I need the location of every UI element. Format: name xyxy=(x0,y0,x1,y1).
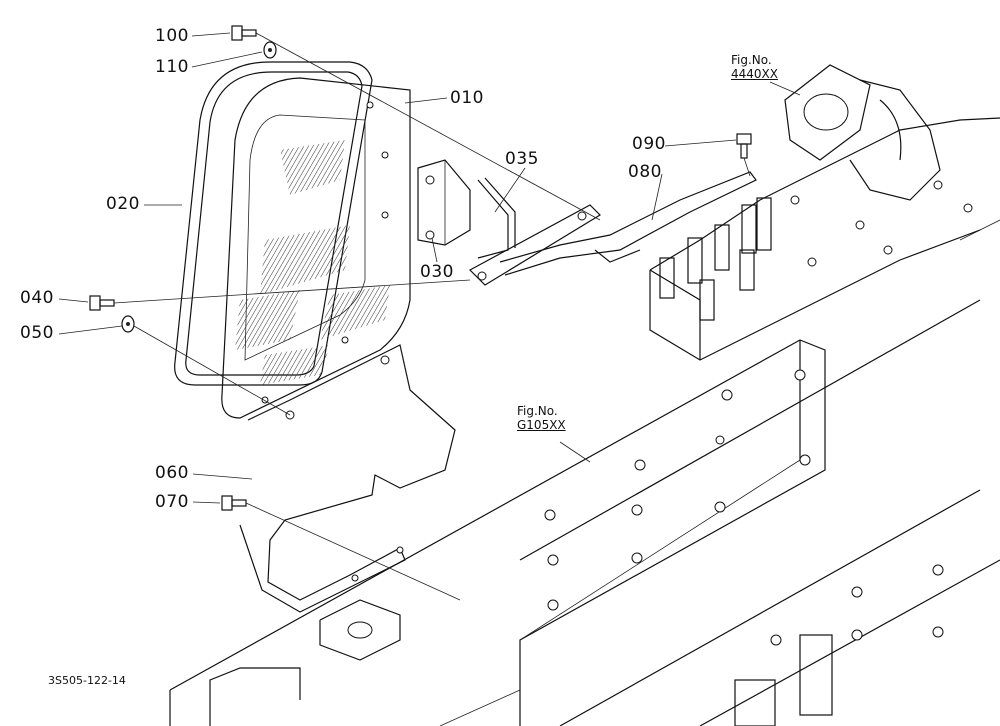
washer-050 xyxy=(121,315,135,333)
label-080: 080 xyxy=(628,162,662,182)
screen-010 xyxy=(221,77,411,419)
seal-020 xyxy=(174,61,373,386)
label-070: 070 xyxy=(155,492,189,512)
bolt-090 xyxy=(736,133,752,159)
stay-080 xyxy=(469,171,757,286)
document-id: 3S505-122-14 xyxy=(48,674,126,687)
leader-lines xyxy=(58,32,801,504)
fig-ref-lower: Fig.No. G105XX xyxy=(517,404,566,433)
label-010: 010 xyxy=(450,88,484,108)
cover-060 xyxy=(239,344,456,613)
label-100: 100 xyxy=(155,26,189,46)
label-030: 030 xyxy=(420,262,454,282)
fig-ref-upper-line2: 4440XX xyxy=(731,66,778,81)
assembly-lines xyxy=(113,32,751,601)
fig-ref-upper: Fig.No. 4440XX xyxy=(731,53,778,82)
exhaust-manifold xyxy=(649,64,1000,361)
rod-035 xyxy=(477,177,516,259)
fig-ref-lower-line1: Fig.No. xyxy=(517,404,558,418)
bracket-030 xyxy=(417,159,471,246)
label-035: 035 xyxy=(505,149,539,169)
label-040: 040 xyxy=(20,288,54,308)
label-110: 110 xyxy=(155,57,189,77)
chassis-frame xyxy=(169,219,1000,726)
fig-ref-upper-line1: Fig.No. xyxy=(731,53,772,67)
label-020: 020 xyxy=(106,194,140,214)
fig-ref-lower-line2: G105XX xyxy=(517,417,566,432)
label-050: 050 xyxy=(20,323,54,343)
label-090: 090 xyxy=(632,134,666,154)
label-060: 060 xyxy=(155,463,189,483)
washer-110 xyxy=(263,41,277,59)
bolt-100 xyxy=(231,25,257,41)
bolt-070 xyxy=(221,495,247,511)
bolt-040 xyxy=(89,295,115,311)
